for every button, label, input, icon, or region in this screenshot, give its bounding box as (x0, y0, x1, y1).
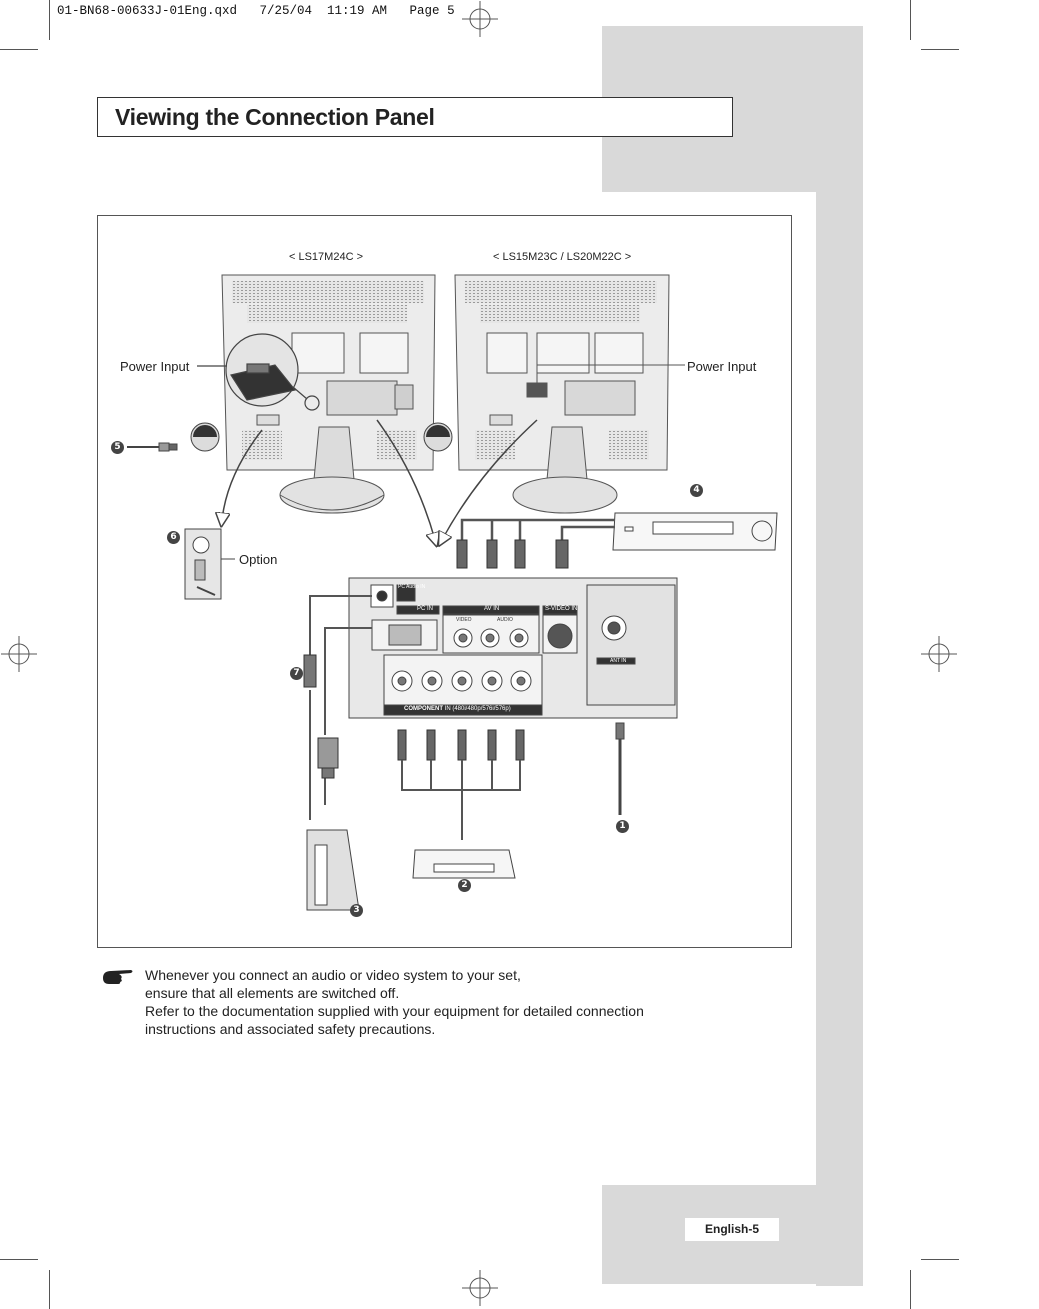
print-header: 01-BN68-00633J-01Eng.qxd 7/25/04 11:19 A… (57, 4, 455, 18)
power-input-label-right: Power Input (687, 359, 757, 374)
note-line: Refer to the documentation supplied with… (145, 1003, 644, 1019)
audio-label: AUDIO (497, 617, 513, 623)
crop-mark (921, 1259, 959, 1260)
option-label: Option (239, 552, 278, 567)
antenna-cable (615, 722, 625, 815)
callout-4: 4 (690, 484, 703, 497)
vcr-device (612, 512, 778, 551)
callout-2: 2 (458, 879, 471, 892)
pc-tower (306, 829, 360, 911)
callout-5: 5 (111, 441, 124, 454)
crop-mark (49, 1270, 50, 1309)
crop-mark (910, 0, 911, 40)
video-label: VIDEO (456, 617, 472, 623)
arrow-to-antenna (222, 429, 263, 520)
headphone-plug (127, 442, 178, 452)
rca-plugs-top (456, 539, 569, 569)
vcr-cables (460, 518, 615, 540)
svideo-in-label: S-VIDEO IN (545, 606, 578, 612)
crop-mark (0, 49, 38, 50)
component-title: COMPONENT (404, 706, 443, 712)
connection-diagram (127, 274, 778, 911)
component-label: COMPONENT IN (480i/480p/576i/576p) (404, 706, 511, 712)
crop-mark (0, 1259, 38, 1260)
note-line: instructions and associated safety preca… (145, 1021, 436, 1037)
connection-panel (348, 577, 678, 719)
note-line: ensure that all elements are switched of… (145, 985, 400, 1001)
antenna-option (184, 528, 235, 600)
callout-7: 7 (290, 667, 303, 680)
av-in-label: AV IN (484, 606, 500, 612)
monitor-left (221, 274, 436, 514)
component-cables (401, 760, 521, 840)
audio-plug (303, 654, 317, 688)
model-label-left: < LS17M24C > (289, 251, 363, 263)
vga-plug (317, 737, 339, 769)
ant-in-label: ANT IN (610, 658, 627, 664)
title-box: Viewing the Connection Panel (97, 97, 733, 137)
callout-6: 6 (167, 531, 180, 544)
page-number: English-5 (685, 1218, 779, 1241)
page-title: Viewing the Connection Panel (115, 104, 435, 130)
monitor-right (454, 274, 685, 514)
pc-audio-label: PC Audio IN (398, 584, 426, 590)
crop-mark (910, 1270, 911, 1309)
callout-1: 1 (616, 820, 629, 833)
dvd-player (412, 849, 516, 879)
crop-mark (921, 49, 959, 50)
arrow-to-panel-left (376, 419, 435, 540)
note-line: Whenever you connect an audio or video s… (145, 967, 521, 983)
gray-band-side (816, 26, 863, 1286)
power-input-label-left: Power Input (120, 359, 190, 374)
pointing-hand-icon (103, 970, 133, 984)
arrow-to-panel-right (442, 419, 538, 540)
note-text: Whenever you connect an audio or video s… (145, 966, 644, 1038)
pc-in-label: PC IN (417, 606, 434, 612)
rca-plugs-bottom (397, 729, 525, 761)
model-label-right: < LS15M23C / LS20M22C > (493, 251, 632, 263)
crop-mark (49, 0, 50, 40)
component-resolution: IN (480i/480p/576i/576p) (444, 706, 511, 712)
power-input-zoom (197, 333, 320, 411)
callout-3: 3 (350, 904, 363, 917)
